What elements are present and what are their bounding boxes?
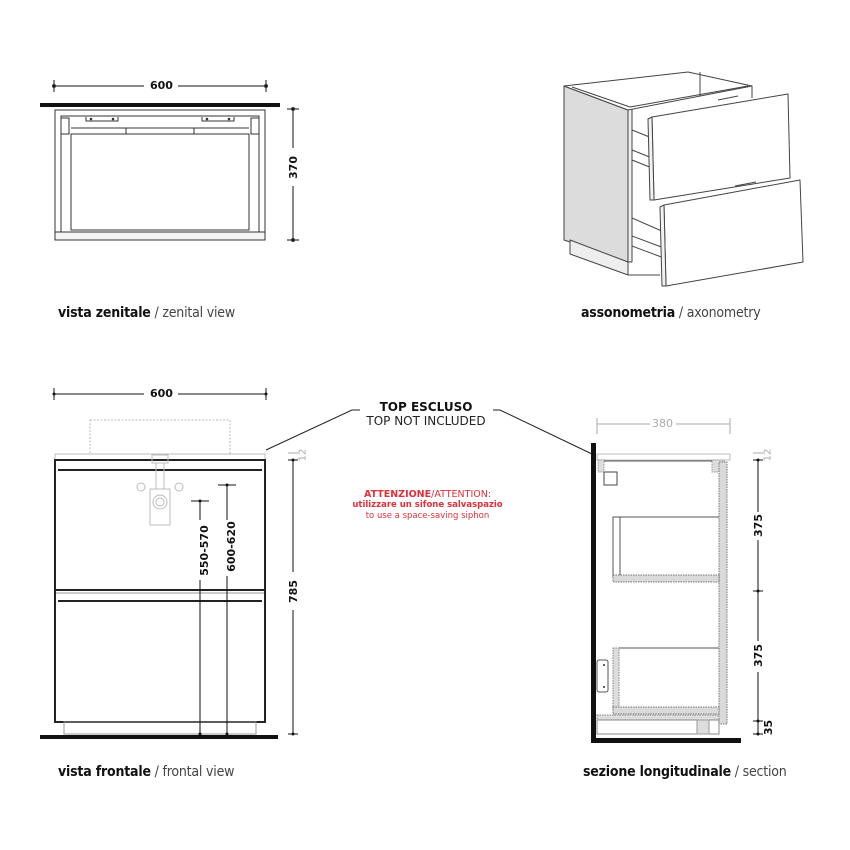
top-excluded-leaders [265,409,593,455]
axonometry-drawing [563,71,804,287]
top-excluded-it: TOP ESCLUSO [379,400,473,414]
siphon-warning-note: ATTENZIONE/ATTENTION: utilizzare un sifo… [345,489,510,522]
section-plinth-dim: 35 [762,719,776,736]
attention-en: ATTENTION: [434,489,492,500]
front-view-height-dim: 785 [286,580,300,603]
section-drawing [591,418,763,743]
caption-section-it: sezione longitudinale [583,764,731,780]
top-excluded-en: TOP NOT INCLUDED [366,414,486,428]
section-top-thickness-dim: 12 [762,448,774,462]
drain-height-550-570-dim: 550-570 [197,525,211,576]
section-upper-drawer-dim: 375 [751,514,765,537]
warning-title: ATTENZIONE/ATTENTION: [345,489,510,500]
top-excluded-note: TOP ESCLUSO TOP NOT INCLUDED [358,400,494,428]
caption-axonometry: assonometria / axonometry [581,305,761,321]
caption-top-view-en: zenital view [162,305,235,321]
caption-top-view-it: vista zenitale [58,305,151,321]
attention-it: ATTENZIONE [363,489,432,500]
caption-front-view-en: frontal view [162,764,235,780]
siphon-it: utilizzare un sifone salvaspazio [352,500,503,510]
drain-height-600-620-dim: 600-620 [224,521,238,572]
caption-section: sezione longitudinale / section [583,764,787,780]
caption-axonometry-it: assonometria [581,305,676,321]
caption-front-view: vista frontale / frontal view [58,764,235,780]
front-view-top-thickness-dim: 12 [297,448,309,462]
top-view-depth-dim: 370 [286,156,300,179]
caption-top-view: vista zenitale / zenital view [58,305,235,321]
top-view-drawing [40,80,299,242]
siphon-en: to use a space-saving siphon [365,511,490,521]
front-view-drawing [40,388,298,739]
caption-front-view-it: vista frontale [58,764,151,780]
top-view-width-dim: 600 [150,79,173,92]
section-lower-drawer-dim: 375 [751,644,765,667]
caption-axonometry-en: axonometry [686,305,761,321]
caption-section-en: section [742,764,787,780]
front-view-width-dim: 600 [150,387,173,400]
attention-sep: / [431,489,435,500]
section-depth-dim: 380 [652,417,673,430]
